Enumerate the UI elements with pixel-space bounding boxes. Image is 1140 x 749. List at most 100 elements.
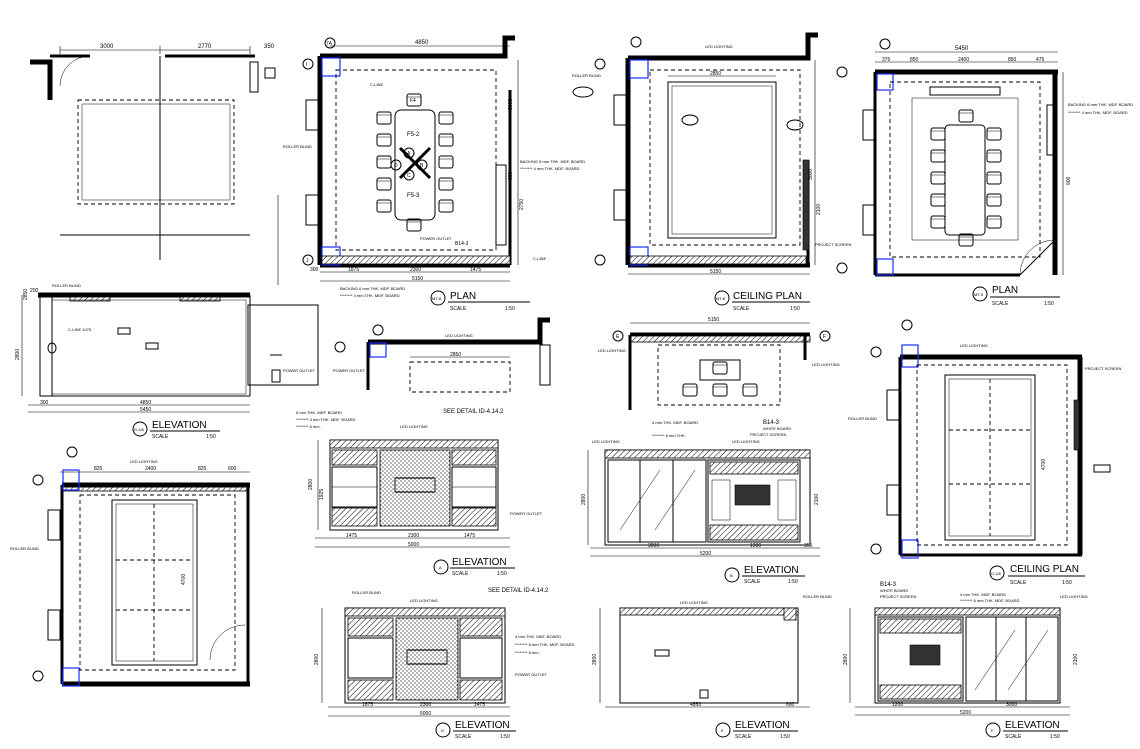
note: PROJECT SCREEN [880, 594, 916, 599]
furniture-tag: F4 [410, 98, 416, 104]
note: SEE DETAIL ID-4.14.2 [443, 409, 504, 415]
panel-elevation-b: B14-3 WHITE BOARD PROJECT SCREEN 4 mm.TH… [581, 420, 820, 585]
title-marker [132, 421, 148, 437]
note: LED LIGHTING [400, 424, 428, 429]
scale-ratio: 1:50 [1050, 734, 1060, 740]
dim-label: 5200 [960, 710, 971, 716]
dim-label: 4850 [690, 702, 701, 708]
title-marker-tag: MT-5 [974, 292, 984, 297]
panel-elevation-d: ROLLER BLIND LED LIGHTING SEE DETAIL ID-… [314, 588, 575, 740]
dim-label: 1475 [474, 702, 485, 708]
dim-label: 3000 [508, 99, 514, 110]
dim-label: 5000 [408, 542, 419, 548]
note: ******** 6 mm.THK. MDF. BOARD [960, 598, 1020, 603]
title-marker [989, 565, 1005, 581]
dim-label: 2300 [410, 267, 421, 273]
title-marker [430, 290, 446, 306]
grid-bubble [879, 38, 891, 50]
grid-bubble [901, 319, 913, 331]
section-marker: C [407, 173, 411, 179]
note: LED LIGHTING [732, 439, 760, 444]
note: ROLLER BLIND [848, 416, 877, 421]
note: LED LIGHTING [960, 343, 988, 348]
note: LED LIGHTING [705, 44, 733, 49]
note: ROLLER BLIND [52, 283, 81, 288]
note: ROLLER BLIND [572, 73, 601, 78]
dim-label: 2800 [15, 349, 21, 360]
panel-ceiling-plan-3: 825 2400 825 600 LED LIGHTING ROLLER BLI… [10, 446, 250, 687]
panel-elevation-left: ROLLER BLIND LED LIGHTING LED LIGHTING C… [15, 283, 251, 440]
grid-bubble [66, 446, 78, 458]
scale-label: SCALE [152, 434, 169, 440]
note: ******** 4 mm.THK. MDF. BOARD [340, 293, 400, 298]
note: LED LIGHTING [598, 348, 626, 353]
title-marker [724, 567, 740, 583]
dim-label: 4850 [415, 40, 429, 46]
note: LED LIGHTING [410, 598, 438, 603]
grid-bubble [836, 262, 848, 274]
grid-label: I [306, 62, 307, 68]
dim-label: 5150 [412, 276, 423, 282]
furniture-tag: F5-3 [407, 193, 420, 199]
note: WHITE BOARD [763, 426, 791, 431]
note: PROJECT SCREEN [750, 432, 786, 437]
scale-label: SCALE [992, 301, 1009, 307]
grid-bubble [819, 330, 831, 342]
scale-label: SCALE [455, 734, 472, 740]
dim-label: 300 [310, 267, 319, 273]
note: B14-3 [763, 420, 780, 426]
note: ******** 6 mm.THK. [652, 433, 686, 438]
note: LED LIGHTING [445, 333, 473, 338]
note: ******** 4 mm.THK. MDF. BOARD [520, 166, 580, 171]
furniture-tag: F5-2 [407, 132, 420, 138]
dim-label: 5000 [420, 711, 431, 717]
title-marker-tag: D-1/8 [991, 571, 1002, 576]
note: ******** 4 mm.THK. MDF. BOARD [1068, 110, 1128, 115]
note: ROLLER BLIND [803, 594, 832, 599]
note: PROJECT SCREEN [1085, 366, 1121, 371]
note: LED LIGHTING [188, 292, 216, 297]
note: LED LIGHTING [680, 600, 708, 605]
dim-label: 1200 [892, 702, 903, 708]
grid-bubble [836, 66, 848, 78]
note: C-LINE 1075 [68, 327, 92, 332]
drawing-title: ELEVATION [452, 557, 507, 568]
panel-section-chairs: 5150 E F LED LIGHTING LED LIGHTING [598, 317, 840, 410]
dim-label: 900 [1066, 176, 1072, 185]
panel-ceiling-plan-2: LED LIGHTING ROLLER BLIND PROJECT SCREEN… [848, 319, 1121, 586]
drawing-title: PLAN [450, 291, 476, 302]
dim-label: 350 [804, 543, 813, 549]
note: POWER OUTLET [333, 368, 366, 373]
dim-label: 1475 [470, 267, 481, 273]
dim-label: 600 [786, 702, 795, 708]
scale-ratio: 1:50 [780, 734, 790, 740]
grid-bubble [32, 474, 44, 486]
drawing-title: ELEVATION [744, 565, 799, 576]
dim-label: 1875 [348, 267, 359, 273]
note: LED LIGHTING [812, 362, 840, 367]
scale-ratio: 1:50 [1044, 301, 1054, 307]
dim-label: 850 [1008, 57, 1017, 63]
dim-label: 2800 [308, 479, 314, 490]
drawing-title: ELEVATION [1005, 720, 1060, 731]
grid-bubble [334, 341, 346, 353]
grid-bubble [32, 670, 44, 682]
title-marker-tag: D-1/8 [134, 427, 145, 432]
drawing-title: ELEVATION [455, 720, 510, 731]
dim-label: 5450 [955, 46, 969, 52]
note: LED LIGHTING [1060, 594, 1088, 599]
title-marker-tag: E [721, 728, 724, 733]
section-marker: B [420, 163, 424, 169]
panel-ceiling-plan-1: LED LIGHTING ROLLER BLIND PROJECT SCREEN… [572, 32, 851, 312]
panel-elevation-f: B14-3 WHITE BOARD PROJECT SCREEN 4 mm.TH… [843, 582, 1088, 740]
dim-label: 2100 [814, 494, 820, 505]
scale-ratio: 1:50 [1062, 580, 1072, 586]
dim-label: 600 [228, 466, 237, 472]
dim-label: 350 [264, 44, 275, 50]
note: 4 mm.THK. MDF. BOARD [652, 420, 698, 425]
title-marker-tag: A [439, 565, 442, 570]
section-marker: A [407, 151, 411, 157]
grid-label: J [306, 258, 309, 264]
dim-label: 1925 [319, 489, 325, 500]
scale-ratio: 1:50 [497, 571, 507, 577]
